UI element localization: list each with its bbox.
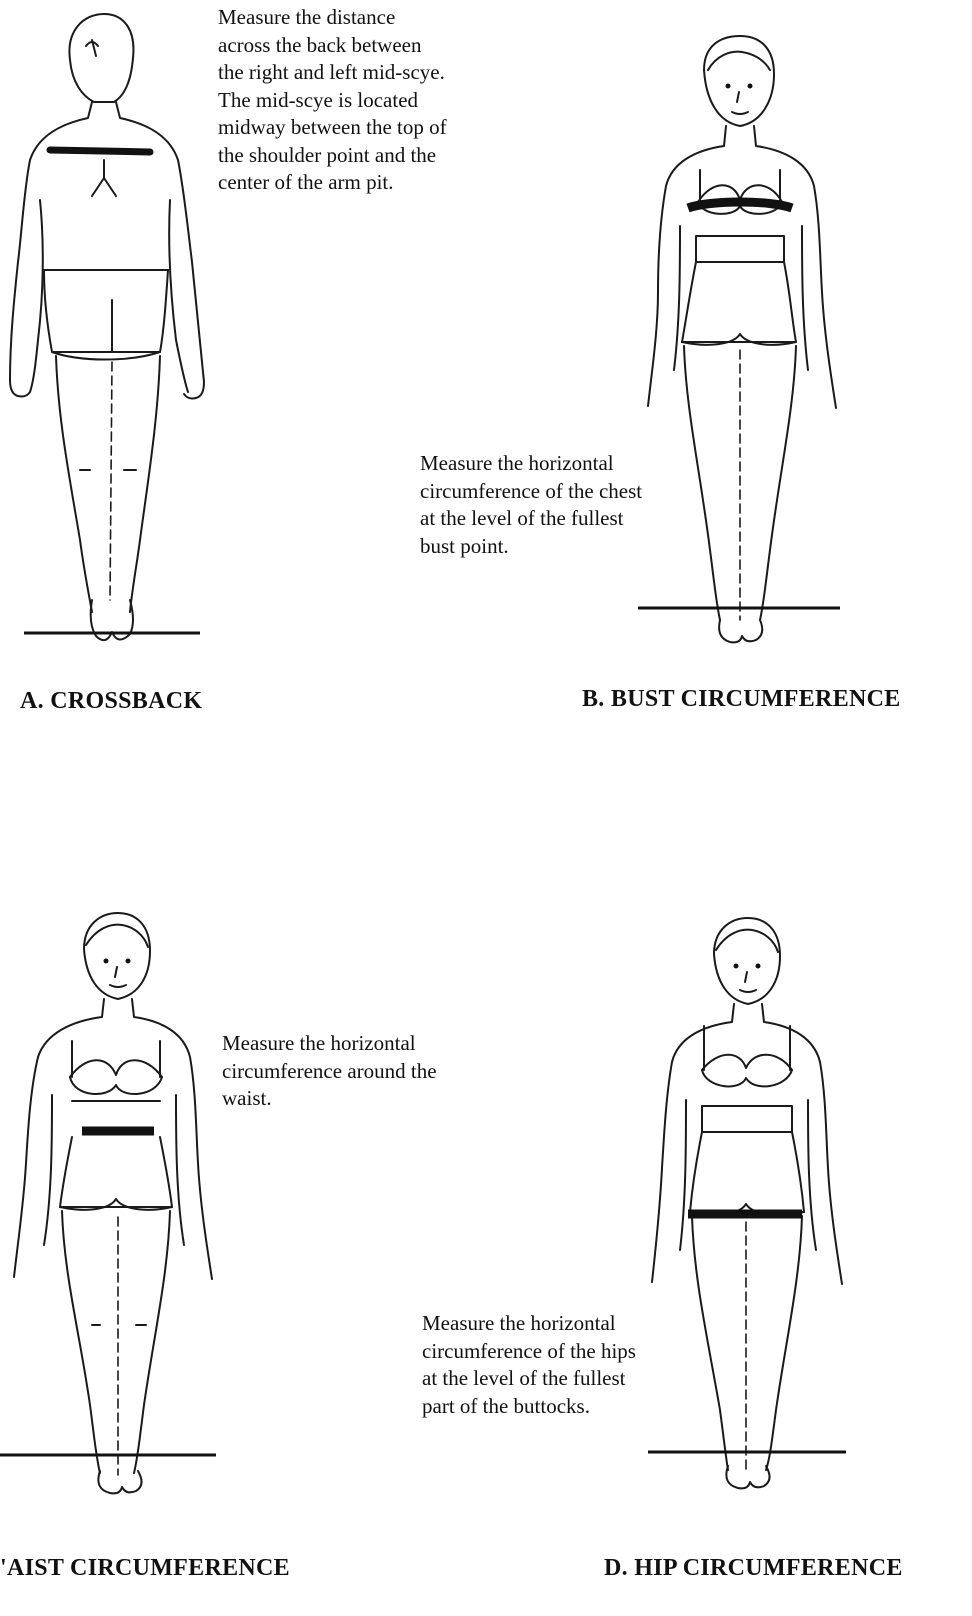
crossback-description: Measure the distance across the back bet… [218, 4, 518, 197]
hip-description: Measure the horizontal circumference of … [422, 1310, 722, 1420]
caption-crossback: A. CROSSBACK [20, 688, 202, 715]
figure-a-back-view [0, 0, 240, 660]
figure-c-front-view [0, 905, 220, 1495]
crossback-tape-line [50, 150, 150, 152]
caption-hip-circumference: D. HIP CIRCUMFERENCE [604, 1555, 903, 1582]
caption-bust-circumference: B. BUST CIRCUMFERENCE [582, 686, 901, 713]
caption-waist-circumference: 'AIST CIRCUMFERENCE [0, 1555, 290, 1582]
bust-description: Measure the horizontal circumference of … [420, 450, 720, 560]
waist-description: Measure the horizontal circumference aro… [222, 1030, 522, 1113]
